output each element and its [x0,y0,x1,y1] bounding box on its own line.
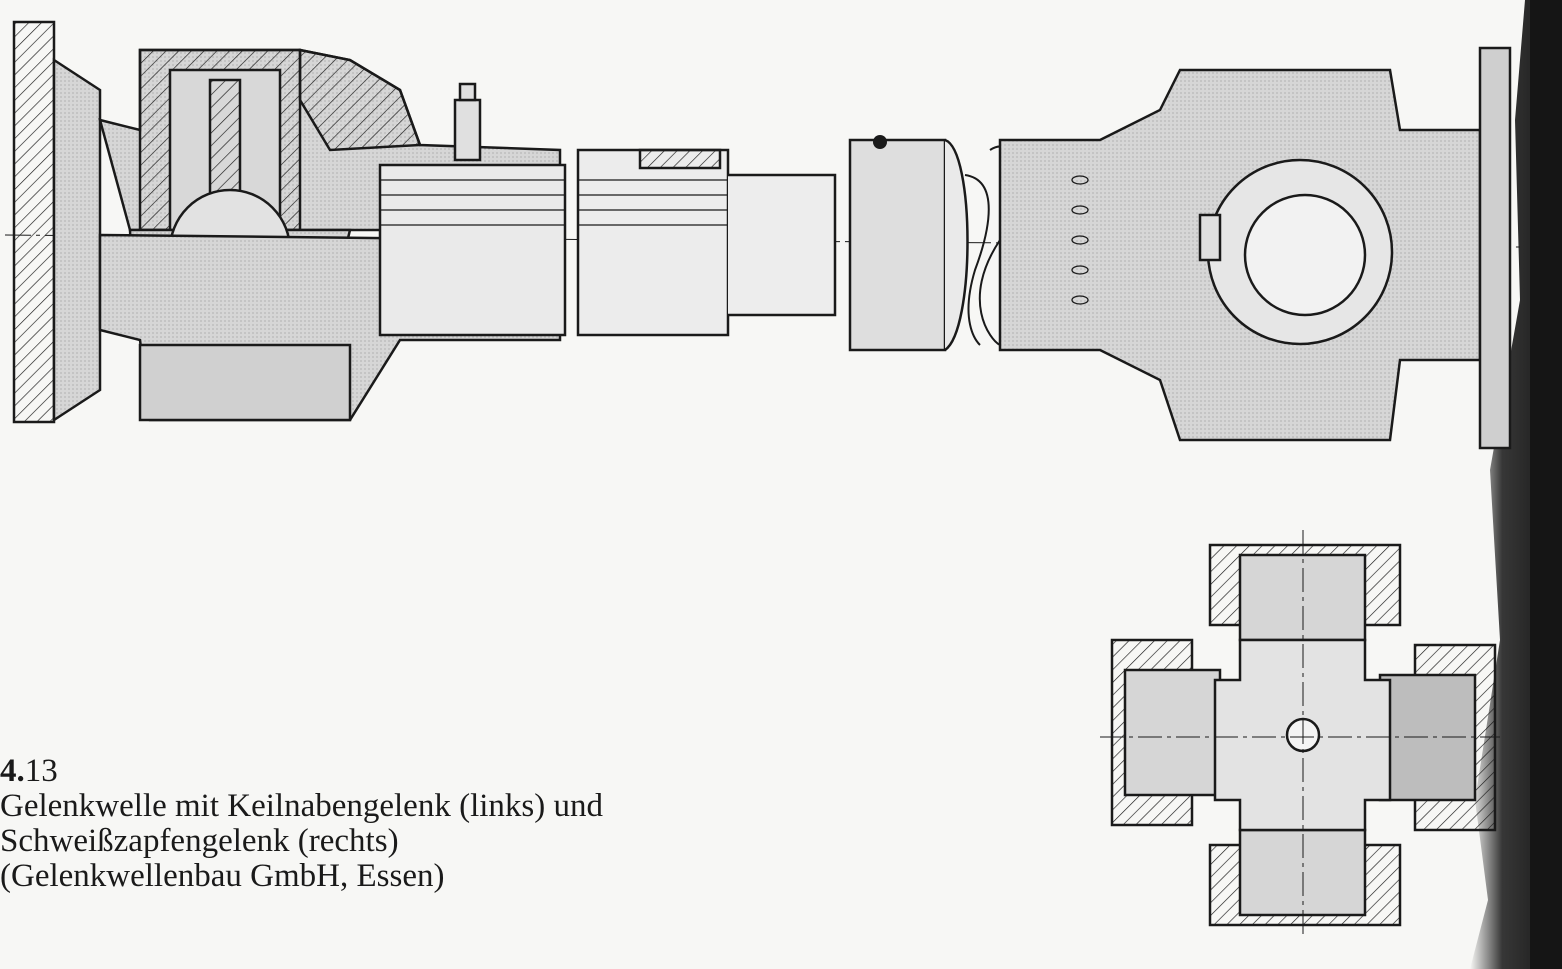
figure-caption: 4.13 Gelenkwelle mit Keilnabengelenk (li… [0,754,760,894]
figure-number-major: 4. [0,753,25,789]
caption-line-3: (Gelenkwellenbau GmbH, Essen) [0,858,445,894]
figure-number: 4.13 [0,754,760,789]
caption-line-1: Gelenkwelle mit Keilnabengelenk (links) … [0,788,603,824]
caption-line-2: Schweißzapfengelenk (rechts) [0,823,399,859]
sliding-spline-sleeve [576,135,1020,352]
left-joint-keilnabengelenk [12,20,567,424]
figure-number-minor: 13 [24,753,58,789]
right-joint-schweisszapfengelenk [998,46,1512,450]
universal-joint-cross-detail [1100,530,1500,935]
